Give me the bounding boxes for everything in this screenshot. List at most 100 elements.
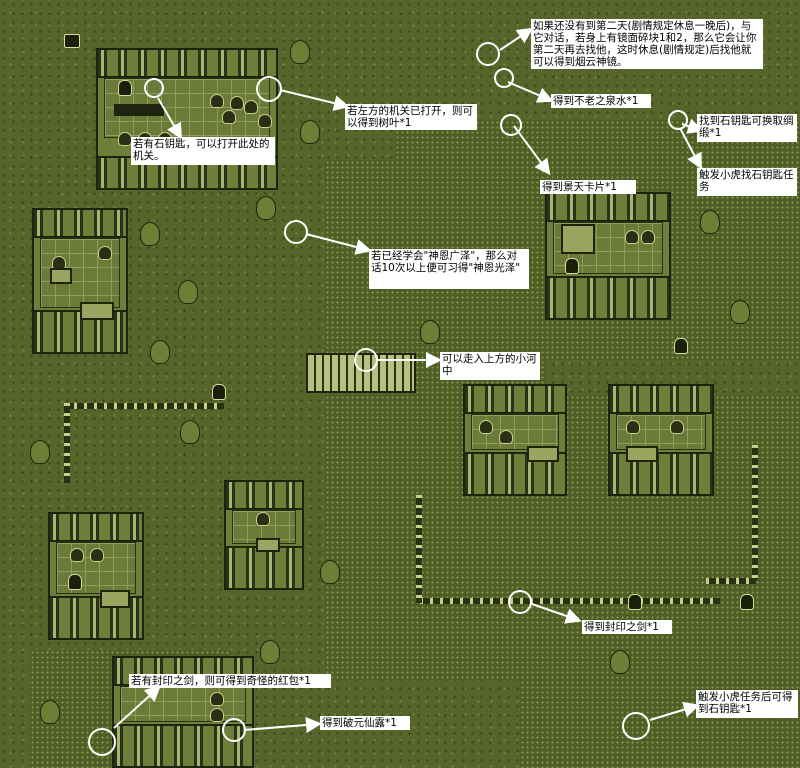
building-wall [610,386,712,414]
building-floor [120,686,246,722]
building-west-house [32,208,128,354]
fence [64,403,224,409]
bed [561,224,595,254]
tree [150,340,170,364]
building-northwest-hall [96,48,278,190]
building-east-house [545,192,671,320]
building-south-house [112,656,254,768]
building-mid-house [224,480,304,590]
marker-scenery-card[interactable] [500,114,522,136]
building-wall [226,546,302,588]
chair [625,230,639,244]
tree [256,196,276,220]
tree [700,210,720,234]
table [256,538,280,552]
marker-mechanism-leaf[interactable] [256,76,282,102]
chair [641,230,655,244]
chair [244,100,258,114]
marker-cliff-item[interactable] [476,42,500,66]
tree [730,300,750,324]
npc-sprite [674,338,688,354]
building-wall [34,210,126,238]
marker-fountain[interactable] [494,68,514,88]
bed [100,590,130,608]
chair [98,246,112,260]
chair [230,96,244,110]
marker-stone-key-reward[interactable] [622,712,650,740]
chest-sprite [64,34,80,48]
marker-stone-key-mechanism[interactable] [144,78,164,98]
tree [320,560,340,584]
chair [210,708,224,722]
building-east-house-2 [608,384,714,496]
note-red-pouch: 若有封印之剑，则可得到奇怪的红包*1 [129,674,331,688]
building-wall [50,514,142,542]
bed [80,302,114,320]
chair [118,132,132,146]
shelf [114,104,164,116]
npc-sprite [212,384,226,400]
note-divine-grace: 若已经学会"神恩广泽"，那么对话10次以上便可习得"神恩光泽" [369,249,529,289]
tree [40,700,60,724]
chair [256,512,270,526]
tree [180,420,200,444]
fence [420,598,720,604]
tree [290,40,310,64]
tree [420,320,440,344]
npc-sprite [628,594,642,610]
tree [260,640,280,664]
note-stone-key-trade: 找到石钥匙可换取绸缎*1 [697,114,797,142]
marker-seal-sword[interactable] [508,590,532,614]
chair [258,114,272,128]
tree [300,120,320,144]
chair [210,94,224,108]
tree [178,280,198,304]
npc-sprite [68,574,82,590]
note-mechanism-leaf: 若左方的机关已打开，则可以得到树叶*1 [345,104,477,130]
building-wall [547,194,669,222]
marker-red-pouch[interactable] [88,728,116,756]
building-wall [465,452,565,494]
chair [499,430,513,444]
fence [416,495,422,603]
tree [30,440,50,464]
building-wall [98,50,276,78]
note-river-entry: 可以走入上方的小河中 [440,352,540,380]
note-fountain: 得到不老之泉水*1 [551,94,651,108]
npc-sprite [565,258,579,274]
bed [527,446,559,462]
building-center-house [463,384,567,496]
building-wall [50,596,142,638]
chair [70,548,84,562]
lowland-terrace [360,395,800,655]
note-tiger-quest-trigger: 触发小虎找石钥匙任务 [697,168,797,196]
note-poyuan-dew: 得到破元仙露*1 [320,716,410,730]
marker-stone-key-trade[interactable] [668,110,688,130]
table [50,268,72,284]
building-wall [465,386,565,414]
fence [706,578,756,584]
building-southwest-house [48,512,144,640]
chair [210,692,224,706]
marker-divine-grace[interactable] [284,220,308,244]
note-stone-key-reward: 触发小虎任务后可得到石钥匙*1 [696,690,798,718]
bed [626,446,658,462]
marker-poyuan-dew[interactable] [222,718,246,742]
note-scenery-card: 得到景天卡片*1 [540,180,636,194]
chair [626,420,640,434]
tree [610,650,630,674]
fence [752,445,758,580]
chair [670,420,684,434]
note-seal-sword: 得到封印之剑*1 [582,620,672,634]
chair [222,110,236,124]
marker-river-entry[interactable] [354,348,378,372]
fence [64,403,70,483]
npc-sprite [118,80,132,96]
chair [90,548,104,562]
chair [479,420,493,434]
note-cliff-item: 如果还没有到第二天(剧情规定休息一晚后)，与它对话，若身上有镜面碎块1和2，那么… [531,19,763,69]
tree [140,222,160,246]
building-wall [226,482,302,510]
building-wall [547,276,669,318]
note-stone-key-mechanism: 若有石钥匙，可以打开此处的机关。 [131,137,275,165]
